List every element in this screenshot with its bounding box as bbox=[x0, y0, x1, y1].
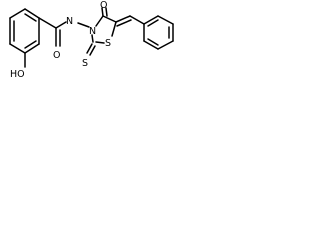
bond bbox=[91, 34, 94, 43]
bond bbox=[24, 8, 40, 19]
rhodanine-ring: N S bbox=[89, 15, 117, 49]
phenyl-ring bbox=[143, 15, 174, 50]
amide-oxygen-label: O bbox=[53, 50, 60, 61]
bond bbox=[86, 43, 93, 54]
bond bbox=[147, 19, 159, 27]
amide-nitrogen-label: N bbox=[66, 16, 73, 27]
bond bbox=[143, 40, 159, 50]
bond bbox=[116, 19, 132, 27]
bond bbox=[38, 17, 57, 29]
ring-sulfur-label: S bbox=[105, 38, 111, 49]
bond bbox=[77, 22, 90, 28]
ring-nitrogen-label: N bbox=[89, 26, 96, 37]
hydroxyl-label: HO bbox=[10, 69, 25, 80]
bond bbox=[55, 21, 67, 29]
bond bbox=[102, 15, 117, 23]
bond bbox=[157, 15, 174, 25]
bond bbox=[95, 41, 105, 44]
bond bbox=[157, 40, 174, 50]
bond bbox=[143, 15, 159, 25]
bond bbox=[105, 7, 108, 17]
bond bbox=[101, 7, 104, 17]
salicyl-benzene-ring bbox=[9, 8, 40, 54]
bond bbox=[111, 21, 117, 37]
bond bbox=[89, 45, 96, 56]
bond bbox=[147, 38, 159, 46]
bond bbox=[115, 15, 131, 23]
bond bbox=[129, 15, 145, 25]
bond bbox=[9, 8, 26, 19]
bond bbox=[95, 15, 104, 27]
chemical-structure: HO O N N S O S bbox=[9, 0, 174, 80]
bond bbox=[9, 43, 26, 54]
thione-sulfur-label: S bbox=[82, 58, 88, 69]
bond bbox=[24, 40, 37, 49]
bond bbox=[24, 13, 37, 22]
ring-carbonyl-oxygen-label: O bbox=[100, 0, 107, 11]
bond bbox=[24, 43, 40, 54]
